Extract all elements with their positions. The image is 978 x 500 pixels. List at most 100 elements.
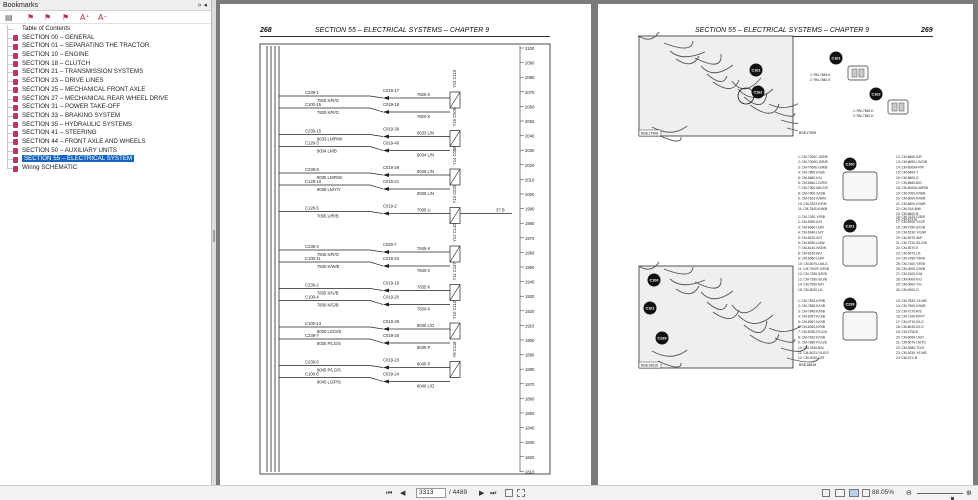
bookmark-item[interactable]: SECTION 50 – AUXILIARY UNITS: [0, 146, 211, 156]
scale-label: 1980: [525, 221, 535, 226]
pin-assignment: 11: CM-5023-Y/LG/S: [798, 351, 829, 355]
pin-assignment: 26: CM-0000-G/N/B: [896, 267, 926, 271]
wire-code: 7845 K/R/O: [317, 252, 340, 257]
bookmark-item[interactable]: SECTION 25 – MECHANICAL FRONT AXLE: [0, 85, 211, 95]
pin-assignment: 14: CM-6000A-P/R: [896, 165, 924, 169]
connector-label: C019-19: [383, 281, 400, 286]
header-rule: [260, 36, 550, 37]
scale-label: 1840: [525, 426, 535, 431]
bookmark-item[interactable]: SECTION 18 – CLUTCH: [0, 59, 211, 69]
zoom-in-icon[interactable]: ⊕: [966, 489, 972, 497]
bookmark-item[interactable]: SECTION 35 – HYDRAULIC SYSTEMS: [0, 120, 211, 130]
callout-label: C161: [751, 69, 760, 73]
bookmark-item[interactable]: SECTION 55 – ELECTRICAL SYSTEM: [0, 155, 211, 164]
engine-photo-top: BSE17908: [638, 31, 820, 142]
pin-assignment: 9: CM-7810-K/W/B: [798, 197, 826, 201]
callout-badge: [749, 63, 763, 77]
tree-elbow-line: [7, 98, 13, 100]
wire-code: 8045 P: [417, 362, 430, 367]
previous-page-icon[interactable]: ◀: [400, 489, 406, 497]
bookmark-label: SECTION 21 – TRANSMISSION SYSTEMS: [22, 68, 144, 76]
zoom-slider[interactable]: [917, 493, 963, 500]
pin-assignment: 11: CM-7000F-G/R/B: [798, 267, 830, 271]
photo-detail: [712, 79, 740, 89]
zoom-out-icon[interactable]: ⊖: [906, 489, 912, 497]
photo-detail: [700, 290, 734, 300]
panel-splitter[interactable]: [212, 0, 216, 485]
continuous-icon[interactable]: [835, 489, 845, 497]
pin-assignment: 7: CM-7000-W/LG/S: [798, 186, 829, 190]
wire-code: 9034 L/N: [417, 153, 434, 158]
photo-detail: [712, 309, 740, 319]
tree-elbow-line: [7, 168, 13, 169]
first-page-icon[interactable]: ⏮: [386, 489, 393, 497]
page-layout-icon[interactable]: [505, 489, 513, 497]
bookmark-item[interactable]: SECTION 41 – STEERING: [0, 129, 211, 138]
tree-elbow-line: [7, 115, 13, 117]
connector-label: C019-21: [383, 179, 400, 184]
photo-detail: [743, 320, 768, 333]
page-title-right: SECTION 55 – ELECTRICAL SYSTEMS – CHAPTE…: [695, 27, 870, 34]
pin-assignment: 24: CM-67Z-B: [896, 217, 918, 221]
wire: [369, 211, 384, 214]
bookmark-item[interactable]: SECTION 44 – FRONT AXLE AND WHEELS: [0, 137, 211, 147]
last-page-icon[interactable]: ⏭: [490, 489, 497, 497]
bookmark-item[interactable]: Wiring SCHEMATIC: [0, 164, 211, 173]
page-269: SECTION 55 – ELECTRICAL SYSTEMS – CHAPTE…: [598, 4, 973, 485]
scale-label: 1900: [525, 338, 535, 343]
bookmark-icon: [13, 156, 18, 163]
collapse-panel-icon[interactable]: » ◂: [197, 2, 207, 9]
page-layout-icon-alt[interactable]: [517, 489, 525, 497]
bookmark-item[interactable]: SECTION 21 – TRANSMISSION SYSTEMS: [0, 68, 211, 78]
callout-badge: [647, 273, 661, 287]
connector-pin: [858, 68, 865, 78]
bookmark-label: SECTION 50 – AUXILIARY UNITS: [22, 146, 118, 154]
bookmark-item[interactable]: SECTION 00 – GENERAL: [0, 33, 211, 43]
bookmark-list-icon[interactable]: ▤: [5, 13, 13, 22]
zoom-level[interactable]: 88.05%: [872, 489, 895, 496]
bookmark-add-icon[interactable]: ⚑: [44, 13, 52, 22]
page-number-input[interactable]: 3313: [416, 488, 446, 498]
photo-detail: [737, 314, 774, 324]
pin-assignment: 4: CM-7800-K/S/B: [798, 171, 826, 175]
arrow-icon: [383, 96, 389, 100]
scroll-icon[interactable]: [862, 489, 870, 497]
next-page-icon[interactable]: ▶: [479, 489, 485, 497]
bookmark-item[interactable]: SECTION 27 – MECHANICAL REAR WHEEL DRIVE: [0, 94, 211, 104]
arrow-icon: [383, 365, 389, 370]
wire-code: 8030 LG/O/S: [317, 329, 342, 334]
pin-assignment: 2: RM-7840-K: [853, 114, 874, 118]
wire: [369, 326, 384, 330]
pin-assignment: 12: CM-6660-K/R: [896, 155, 922, 159]
pin-assignment: 22: CM-5070-K: [896, 246, 919, 250]
text-smaller-icon[interactable]: A⁻: [98, 13, 108, 22]
text-larger-icon[interactable]: A⁺: [80, 13, 90, 22]
bookmark-item[interactable]: SECTION 01 – SEPARATING THE TRACTOR: [0, 42, 211, 52]
scale-label: 2010: [525, 177, 535, 182]
bookmark-item[interactable]: SECTION 10 – ENGINE: [0, 51, 211, 60]
pin-assignment: 12: CM-7250-S/R/B: [798, 272, 828, 276]
pin-assignment: 3: CM-6060-LN/R: [798, 225, 824, 229]
bookmark-label: SECTION 10 – ENGINE: [22, 51, 89, 59]
page-number-left: 268: [260, 27, 272, 34]
pin-assignment: 10: CM-7823-K/P/B: [798, 202, 827, 206]
scale-label: 2000: [525, 192, 535, 197]
connector-label: C100-13: [305, 321, 322, 326]
zoom-slider-thumb[interactable]: [951, 497, 955, 500]
single-page-icon[interactable]: [822, 489, 830, 497]
photo-detail: [638, 31, 660, 40]
bookmark-item[interactable]: SECTION 31 – POWER TAKE-OFF: [0, 103, 211, 112]
bookmark-item[interactable]: SECTION 33 – BRAKING SYSTEM: [0, 111, 211, 121]
bookmark-expand-icon[interactable]: ⚑: [62, 13, 70, 22]
solenoid-label: Y15 C009: [452, 107, 457, 126]
bookmark-label: SECTION 23 – DRIVE LINES: [22, 77, 104, 85]
pin-assignment: 1: RM-7845-K: [853, 109, 874, 113]
callout-badge: [829, 51, 843, 65]
bookmark-item[interactable]: SECTION 23 – DRIVE LINES: [0, 77, 211, 86]
bookmark-item[interactable]: Table of Contents: [0, 25, 211, 34]
two-page-icon[interactable]: [849, 489, 859, 497]
pin-assignment: 5: CM-6120-K/O: [798, 236, 822, 240]
connector-label: C019-23: [383, 358, 400, 363]
bookmark-delete-icon[interactable]: ⚑: [27, 13, 35, 22]
